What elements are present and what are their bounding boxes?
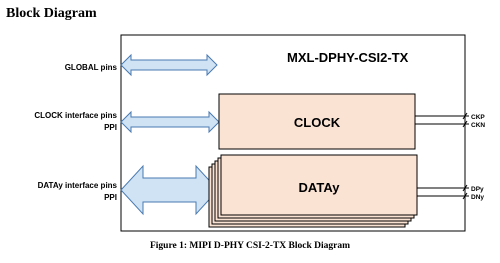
clock-pin-ckp-label: CKP bbox=[471, 114, 485, 121]
clock-block-label: CLOCK bbox=[294, 115, 341, 130]
ip-name: MXL-DPHY-CSI2-TX bbox=[287, 50, 409, 65]
data-interface-ppi-label: PPI bbox=[104, 193, 117, 202]
clock-pin-ckn-label: CKN bbox=[471, 122, 485, 129]
clock-pin-tick-ckn bbox=[462, 120, 468, 128]
data-pin-dny-label: DNy bbox=[471, 194, 484, 201]
global-pins-arrow bbox=[120, 53, 218, 77]
figure-caption: Figure 1: MIPI D-PHY CSI-2-TX Block Diag… bbox=[150, 241, 350, 251]
data-pin-dpy-label: DPy bbox=[471, 186, 484, 193]
clock-interface-ppi-label: PPI bbox=[104, 123, 117, 132]
data-block-label: DATAy bbox=[299, 180, 341, 195]
global-pins-label: GLOBAL pins bbox=[65, 63, 118, 72]
clock-block bbox=[218, 93, 416, 150]
data-block bbox=[220, 154, 418, 216]
data-pin-tick-dny bbox=[462, 192, 468, 200]
clock-pin-tick-ckp bbox=[462, 112, 468, 120]
diagram-heading: Block Diagram bbox=[6, 6, 97, 21]
data-interface-label: DATAy interface pins bbox=[38, 181, 118, 190]
clock-interface-label: CLOCK interface pins bbox=[34, 111, 117, 120]
data-pin-tick-dpy bbox=[462, 184, 468, 192]
